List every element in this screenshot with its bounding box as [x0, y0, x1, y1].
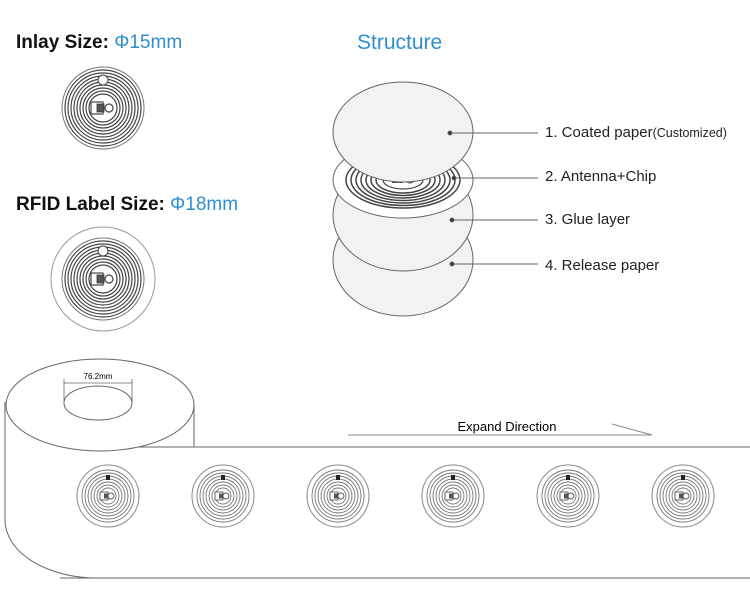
layer-1-note: (Customized): [652, 126, 727, 140]
inlay-size-label: Inlay Size:: [16, 32, 109, 53]
roll-tag: [536, 464, 600, 528]
layer-label-release-paper: 4. Release paper: [545, 257, 660, 274]
layer-label-glue-layer: 3. Glue layer: [545, 211, 631, 228]
roll-core: [63, 385, 133, 421]
inlay-illustration: [61, 66, 145, 150]
layer-label-coated-paper: 1. Coated paper(Customized): [545, 124, 727, 141]
roll-tag: [76, 464, 140, 528]
layer-label-antenna-chip: 2. Antenna+Chip: [545, 168, 657, 185]
label-size-label: RFID Label Size:: [16, 194, 165, 215]
structure-title: Structure: [357, 31, 443, 54]
leader-lines: [447, 130, 538, 267]
roll-tag: [191, 464, 255, 528]
inlay-size-value: Φ15mm: [114, 32, 183, 53]
label-roll: 76.2mm Expand Direction: [4, 358, 750, 579]
expand-direction-label: Expand Direction: [458, 419, 557, 434]
inlay-size-title: Inlay Size: Φ15mm: [16, 32, 182, 54]
layer-1-text: 1. Coated paper: [545, 124, 653, 141]
coated-paper-layer: [332, 81, 474, 183]
roll-tag: [651, 464, 715, 528]
label-size-title: RFID Label Size: Φ18mm: [16, 194, 238, 216]
core-diameter-label: 76.2mm: [84, 372, 113, 381]
roll-tag: [306, 464, 370, 528]
label-size-value: Φ18mm: [170, 194, 239, 215]
rfid-label-illustration: [50, 226, 156, 332]
structure-illustration: [332, 81, 538, 317]
roll-tag: [421, 464, 485, 528]
